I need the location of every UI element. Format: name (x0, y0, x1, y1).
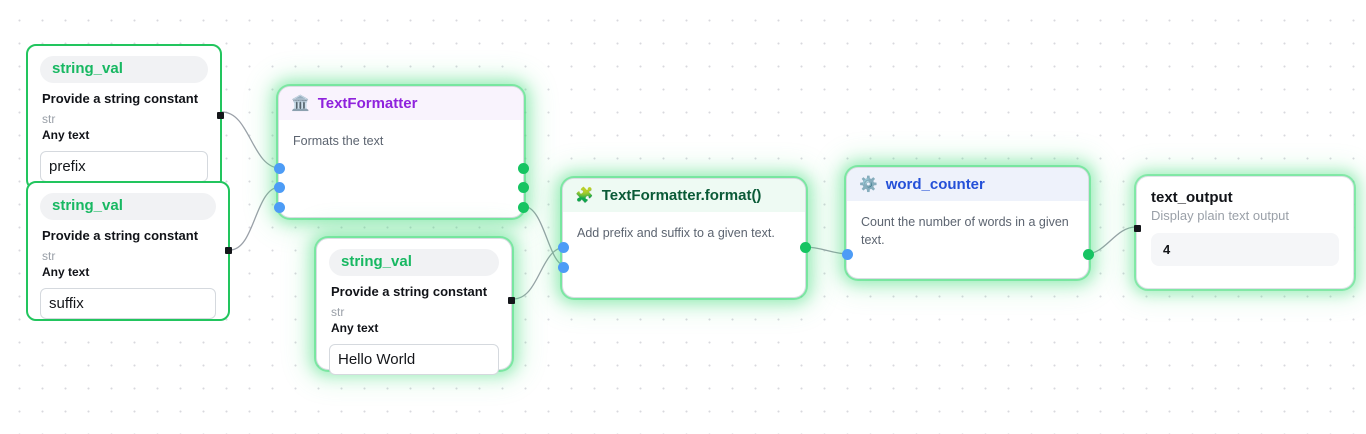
node-body: string_val Provide a string constant str… (28, 46, 220, 196)
node-description: Add prefix and suffix to a given text. (577, 226, 775, 241)
node-text-output[interactable]: text_output Display plain text output 4 (1133, 176, 1354, 289)
node-description: Display plain text output (1151, 208, 1290, 223)
edge-prefix-to-textformatter (221, 111, 281, 169)
input-port-text-output[interactable] (1133, 225, 1141, 232)
edge-wordcounter-to-output (1085, 226, 1137, 255)
node-description: Provide a string constant (331, 283, 488, 299)
output-port-prefix[interactable] (216, 112, 224, 119)
node-string-val-suffix[interactable]: string_val Provide a string constant str… (26, 181, 232, 321)
node-value-hint: Any text (331, 320, 379, 335)
node-body: text_output Display plain text output 4 (1137, 177, 1353, 280)
edge-textformatter-to-format (522, 205, 567, 267)
node-description: Formats the text (293, 134, 384, 149)
node-value-hint: Any text (42, 127, 90, 142)
string-value-input[interactable] (329, 343, 499, 375)
node-body: string_val Provide a string constant str… (28, 183, 228, 333)
output-port-1[interactable] (799, 242, 811, 253)
input-port-2[interactable] (273, 182, 285, 193)
node-header: 🧩 TextFormatter.format() (563, 179, 805, 213)
output-port-3[interactable] (517, 202, 529, 213)
node-header: 🏛️ TextFormatter (279, 87, 523, 121)
node-description: Count the number of words in a given tex… (861, 215, 1069, 248)
edge-hello-to-format (512, 246, 567, 300)
node-value-hint: Any text (42, 264, 90, 279)
output-port-1[interactable] (517, 163, 529, 174)
node-type-label: str (42, 248, 56, 263)
output-port-1[interactable] (1082, 249, 1094, 260)
node-title: text_output (1151, 189, 1233, 206)
node-string-val-hello-world[interactable]: string_val Provide a string constant str… (316, 238, 515, 375)
node-body: string_val Provide a string constant str… (317, 239, 511, 389)
node-description: Provide a string constant (42, 227, 199, 243)
puzzle-piece-icon: 🧩 (575, 187, 594, 205)
node-word-counter[interactable]: ⚙️ word_counter Count the number of word… (841, 167, 1094, 279)
node-type-label: str (331, 304, 345, 319)
node-title-badge: string_val (40, 193, 216, 220)
node-type-label: str (42, 111, 56, 126)
input-port-3[interactable] (273, 202, 285, 213)
edge-suffix-to-textformatter (229, 186, 281, 251)
input-port-1[interactable] (841, 249, 853, 260)
string-value-input[interactable] (40, 150, 208, 182)
gear-icon: ⚙️ (859, 176, 878, 194)
output-port-hello[interactable] (507, 297, 515, 304)
node-textformatter[interactable]: 🏛️ TextFormatter Formats the text (273, 86, 529, 218)
classical-building-icon: 🏛️ (291, 95, 310, 113)
node-title-badge: string_val (40, 56, 208, 83)
node-textformatter-format[interactable]: 🧩 TextFormatter.format() Add prefix and … (557, 178, 811, 298)
output-port-2[interactable] (517, 182, 529, 193)
output-value: 4 (1151, 233, 1339, 266)
node-title: word_counter (885, 176, 985, 193)
node-string-val-prefix[interactable]: string_val Provide a string constant str… (26, 44, 224, 190)
output-port-suffix[interactable] (224, 247, 232, 254)
node-header: ⚙️ word_counter (847, 168, 1088, 202)
input-port-1[interactable] (557, 242, 569, 253)
node-title: TextFormatter.format() (601, 187, 762, 204)
node-title: TextFormatter (317, 95, 418, 112)
input-port-1[interactable] (273, 163, 285, 174)
input-port-2[interactable] (557, 262, 569, 273)
node-title-badge: string_val (329, 249, 499, 276)
node-description: Provide a string constant (42, 90, 199, 106)
string-value-input[interactable] (40, 287, 216, 319)
